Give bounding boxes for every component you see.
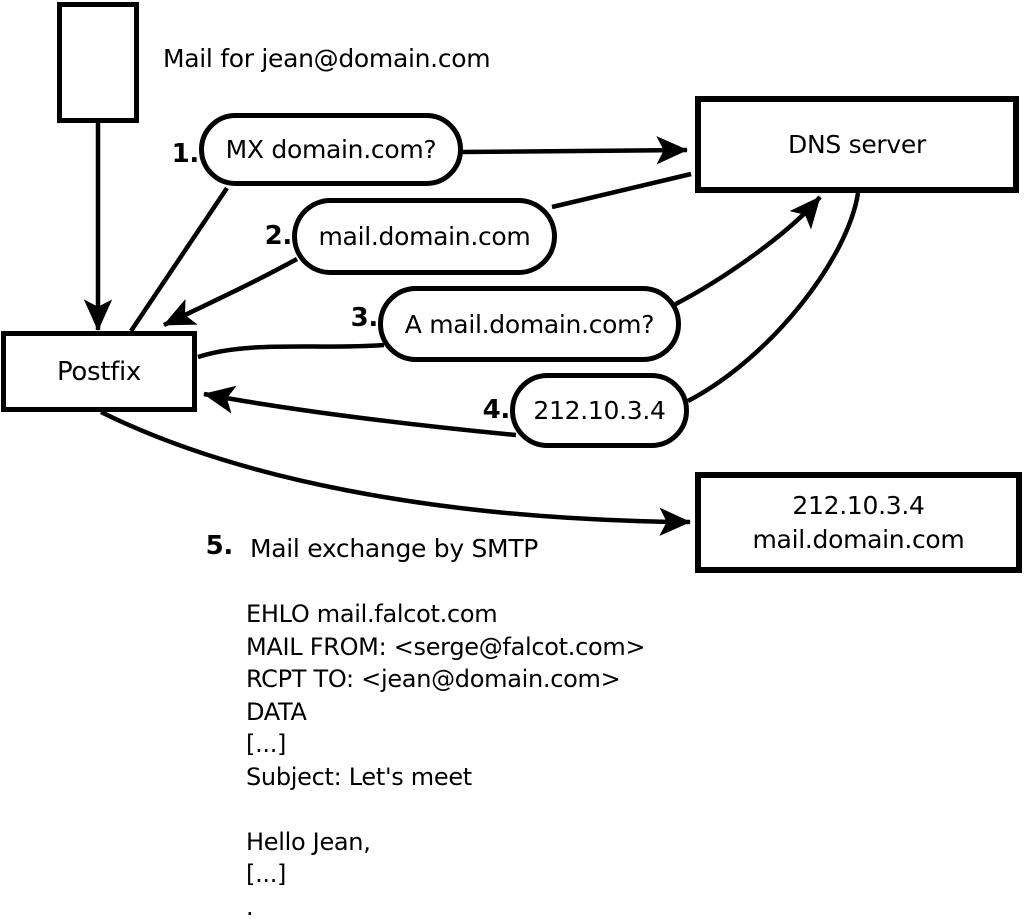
step-number-5: 5. <box>205 531 234 561</box>
answer-mx-pill: mail.domain.com <box>292 198 557 275</box>
arrow-query3-to-dns <box>670 195 822 308</box>
step5-smtp-label: Mail exchange by SMTP <box>250 534 539 563</box>
arrow-postfix-to-mailserver <box>100 409 691 536</box>
arrow-query1-to-dns <box>460 136 688 165</box>
mail-message-node <box>57 2 139 123</box>
link-dns-to-answer4 <box>686 192 861 403</box>
mail-server-ip: 212.10.3.4 <box>792 490 925 520</box>
mail-server-hostname: mail.domain.com <box>752 524 965 554</box>
dns-server-node: DNS server <box>695 96 1019 193</box>
step-number-3: 3. <box>350 303 379 333</box>
step-number-2: 2. <box>264 221 293 251</box>
query-a-pill: A mail.domain.com? <box>378 286 681 362</box>
answer-a-pill: 212.10.3.4 <box>510 373 689 448</box>
postfix-node: Postfix <box>1 331 197 412</box>
step-number-1: 1. <box>171 139 200 169</box>
link-dns-to-answer2 <box>551 171 692 210</box>
smtp-session-text: EHLO mail.falcot.com MAIL FROM: <serge@f… <box>246 600 646 919</box>
link-postfix-to-query1 <box>129 186 229 333</box>
link-postfix-to-query3 <box>197 342 385 360</box>
arrow-answer4-to-postfix <box>203 385 517 438</box>
query-mx-pill: MX domain.com? <box>199 113 463 186</box>
mail-for-note: Mail for jean@domain.com <box>163 44 491 73</box>
arrow-answer2-to-postfix <box>163 257 299 328</box>
mail-server-node: 212.10.3.4 mail.domain.com <box>695 472 1022 573</box>
step-number-4: 4. <box>482 395 511 425</box>
